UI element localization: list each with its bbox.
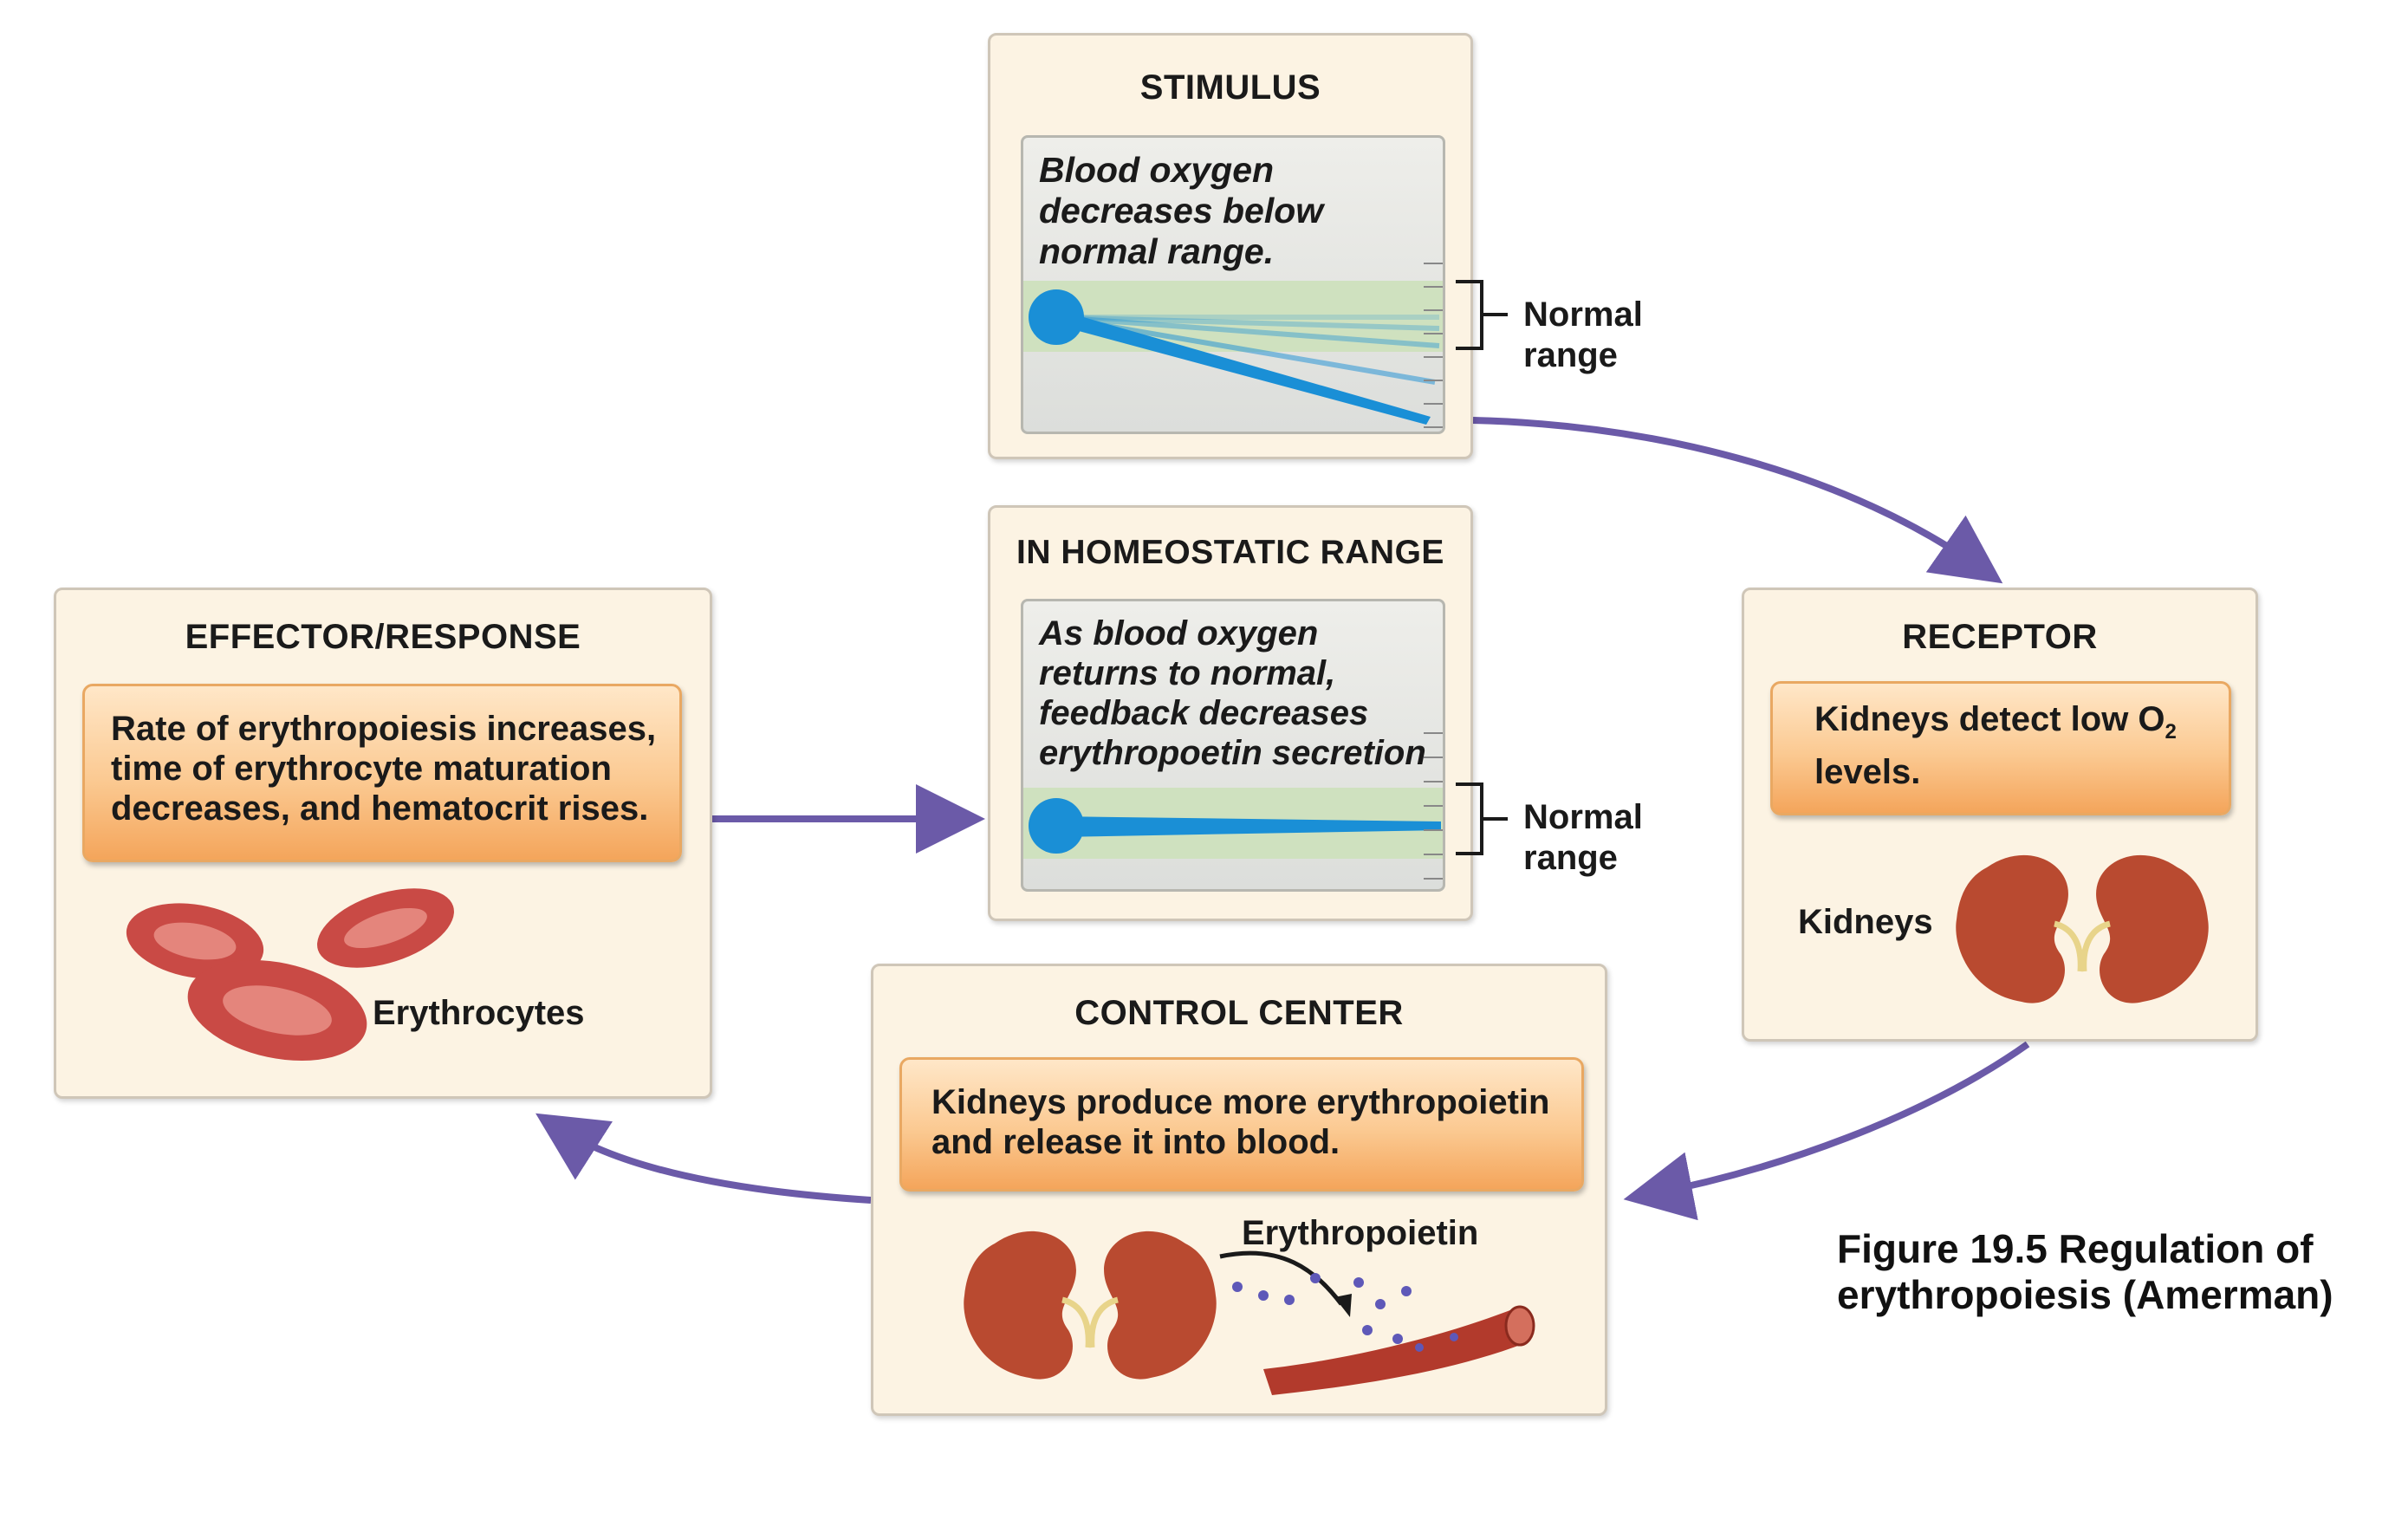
oxygen-level-marker [1029, 798, 1084, 854]
erythropoietin-label: Erythropoietin [1242, 1214, 1479, 1252]
receptor-title: RECEPTOR [1902, 618, 2098, 656]
oxygen-level-marker [1029, 289, 1084, 345]
stimulus-gauge-lines [1029, 263, 1443, 428]
homeostatic-gauge-lines [1029, 732, 1443, 880]
homeostatic-range-label: Normal range [1523, 798, 1643, 877]
stimulus-title: STIMULUS [1139, 68, 1321, 107]
control-center-panel: CONTROL CENTER Kidneys produce more eryt… [871, 964, 1607, 1416]
normal-range-band [1023, 281, 1443, 352]
arrow-control-to-effector [535, 1113, 872, 1204]
stimulus-range-label: Normal range [1523, 295, 1643, 374]
arrow-receptor-to-control [1623, 1041, 2030, 1221]
stimulus-gauge: Blood oxygen decreases below normal rang… [1021, 135, 1445, 434]
kidneys-icon [1956, 854, 2209, 1003]
arrow-stimulus-to-receptor [1472, 417, 2003, 584]
homeostatic-panel: IN HOMEOSTATIC RANGE As blood oxygen ret… [988, 505, 1473, 921]
stimulus-panel: STIMULUS Blood oxygen decreases below no… [988, 33, 1473, 459]
figure-caption: Figure 19.5 Regulation of erythropoiesis… [1837, 1226, 2333, 1317]
erythrocytes-icon [126, 888, 454, 1062]
homeostatic-gauge: As blood oxygen returns to normal, feedb… [1021, 599, 1445, 892]
effector-title: EFFECTOR/RESPONSE [185, 618, 581, 656]
blood-vessel-icon [1219, 1250, 1535, 1395]
kidneys-icon [964, 1231, 1217, 1380]
control-center-box: Kidneys produce more erythropoietin and … [899, 1057, 1584, 1192]
homeostatic-text: As blood oxygen returns to normal, feedb… [1039, 614, 1426, 772]
stimulus-text: Blood oxygen decreases below normal rang… [1039, 150, 1324, 271]
homeostatic-title: IN HOMEOSTATIC RANGE [1016, 534, 1444, 571]
kidneys-label: Kidneys [1798, 903, 1933, 941]
erythrocytes-label: Erythrocytes [373, 994, 585, 1032]
effector-panel: EFFECTOR/RESPONSE Rate of erythropoiesis… [54, 588, 712, 1099]
effector-box: Rate of erythropoiesis increases, time o… [82, 684, 682, 862]
effector-text: Rate of erythropoiesis increases, time o… [111, 710, 657, 828]
control-center-text: Kidneys produce more erythropoietin and … [931, 1083, 1550, 1161]
control-center-title: CONTROL CENTER [1074, 994, 1404, 1032]
